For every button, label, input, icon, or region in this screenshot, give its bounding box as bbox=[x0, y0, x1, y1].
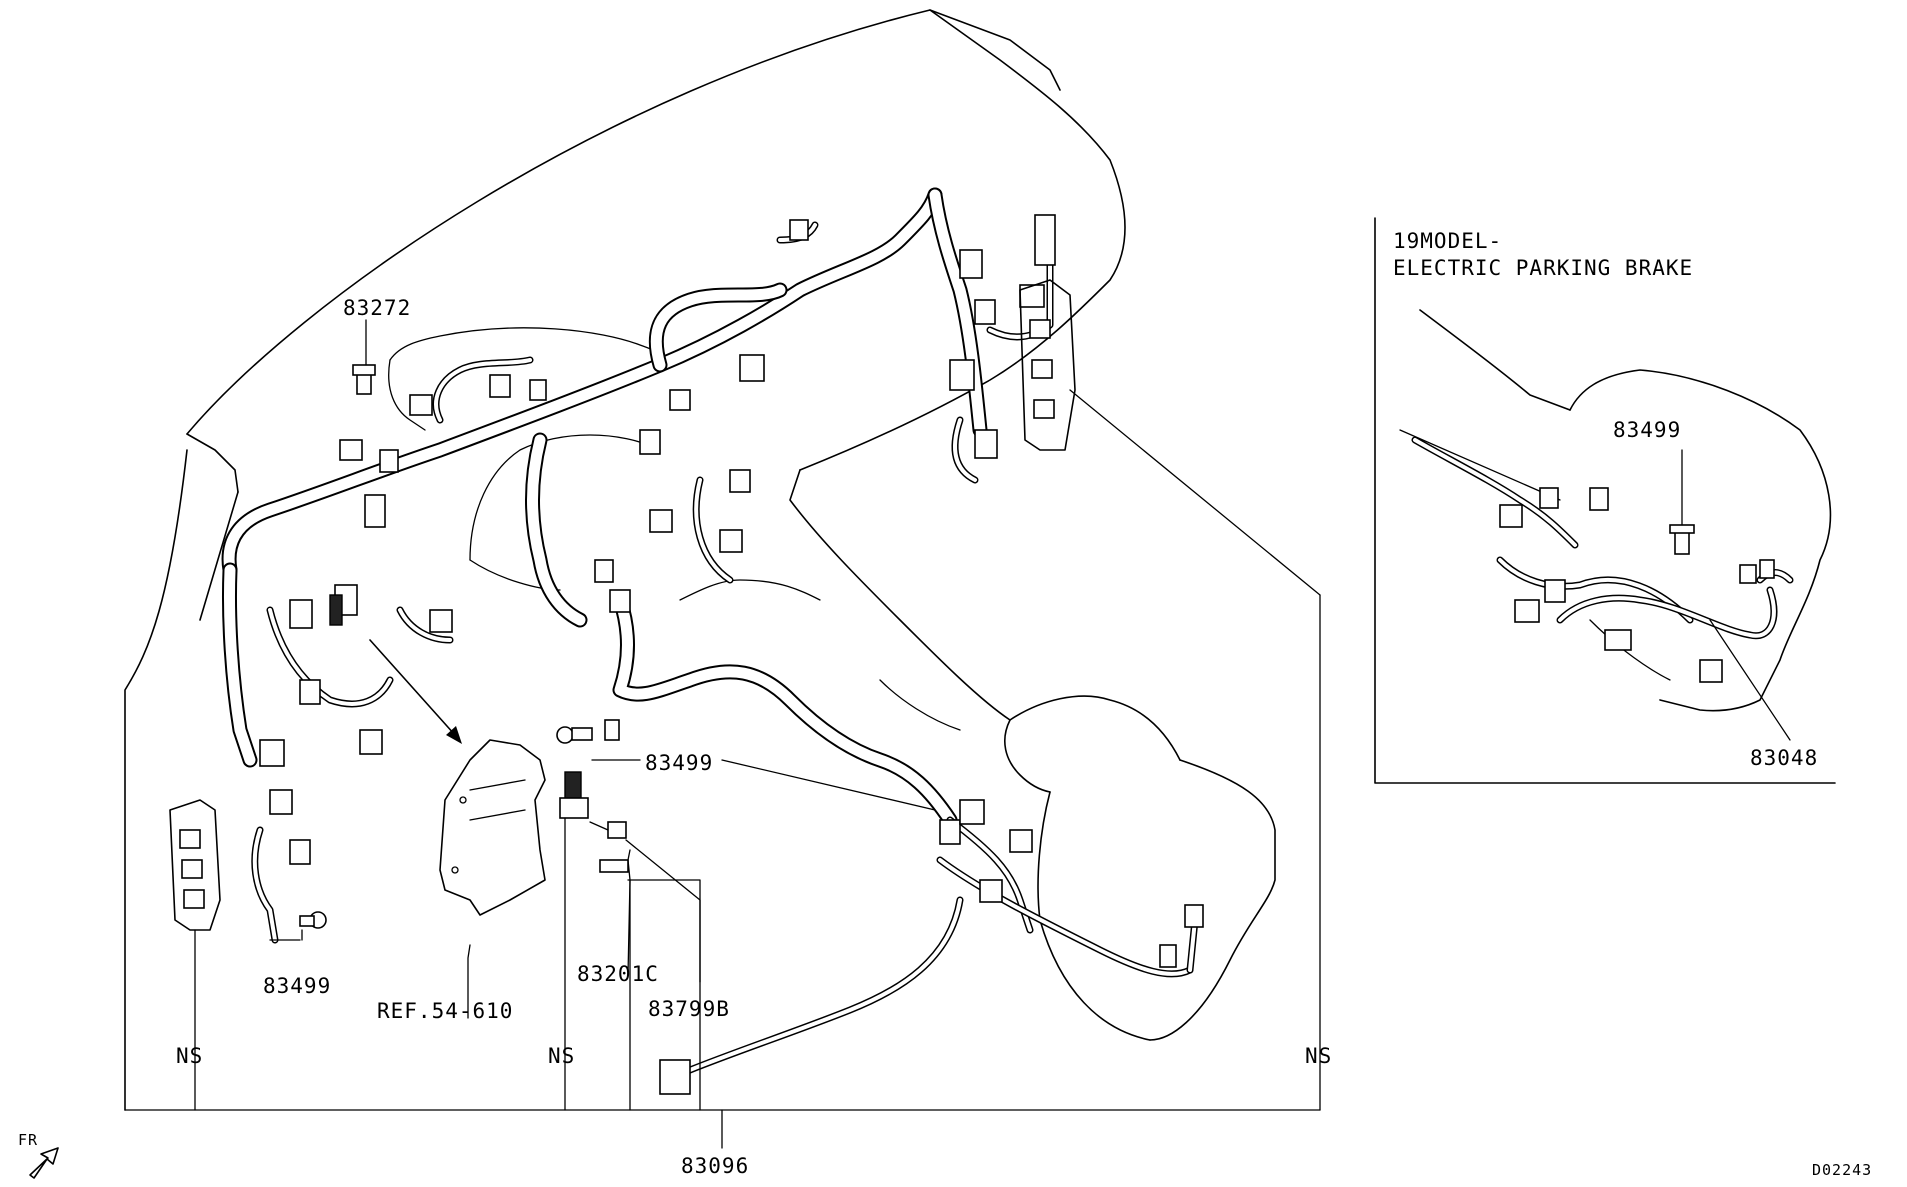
ns-label-2: NS bbox=[548, 1044, 575, 1068]
relay-83201C bbox=[559, 771, 589, 819]
ns-label-3: NS bbox=[1305, 1044, 1332, 1068]
leader-lines bbox=[124, 319, 1321, 1149]
callout-83048: 83048 bbox=[1750, 746, 1818, 770]
bolt-83272 bbox=[352, 364, 376, 395]
connectors bbox=[259, 214, 1204, 1095]
fuse-83799B bbox=[599, 821, 629, 873]
inset-diagram bbox=[1399, 309, 1832, 741]
main-harness bbox=[221, 187, 988, 828]
callout-83799B: 83799B bbox=[648, 997, 730, 1021]
inset-title-line2: ELECTRIC PARKING BRAKE bbox=[1393, 256, 1693, 280]
callout-83201C: 83201C bbox=[577, 962, 659, 986]
callout-83272: 83272 bbox=[343, 296, 411, 320]
diagram-code: D02243 bbox=[1812, 1161, 1872, 1179]
inset-title-line1: 19MODEL- bbox=[1393, 229, 1502, 253]
callout-83096: 83096 bbox=[681, 1154, 749, 1178]
front-arrow-icon bbox=[29, 1147, 59, 1179]
bolt-83499-left bbox=[299, 911, 327, 929]
labels: 83272 83499 83499 83499 83201C 83799B 83… bbox=[18, 229, 1872, 1179]
ns-label-1: NS bbox=[176, 1044, 203, 1068]
callout-83499-left: 83499 bbox=[263, 974, 331, 998]
arrow-to-ecu bbox=[369, 639, 462, 744]
front-label: FR bbox=[18, 1131, 38, 1149]
left-relay-bracket bbox=[169, 799, 221, 931]
callout-83499-mid: 83499 bbox=[645, 751, 713, 775]
inset-frame bbox=[1374, 217, 1836, 784]
bolt-83499-mid bbox=[556, 726, 593, 744]
dashboard-outline bbox=[124, 9, 1276, 1111]
callout-83499-inset: 83499 bbox=[1613, 418, 1681, 442]
ref-label: REF.54-610 bbox=[377, 999, 513, 1023]
right-relay-bracket bbox=[1019, 279, 1076, 451]
ecu-module bbox=[439, 739, 546, 916]
branch-wires bbox=[251, 221, 1199, 1074]
